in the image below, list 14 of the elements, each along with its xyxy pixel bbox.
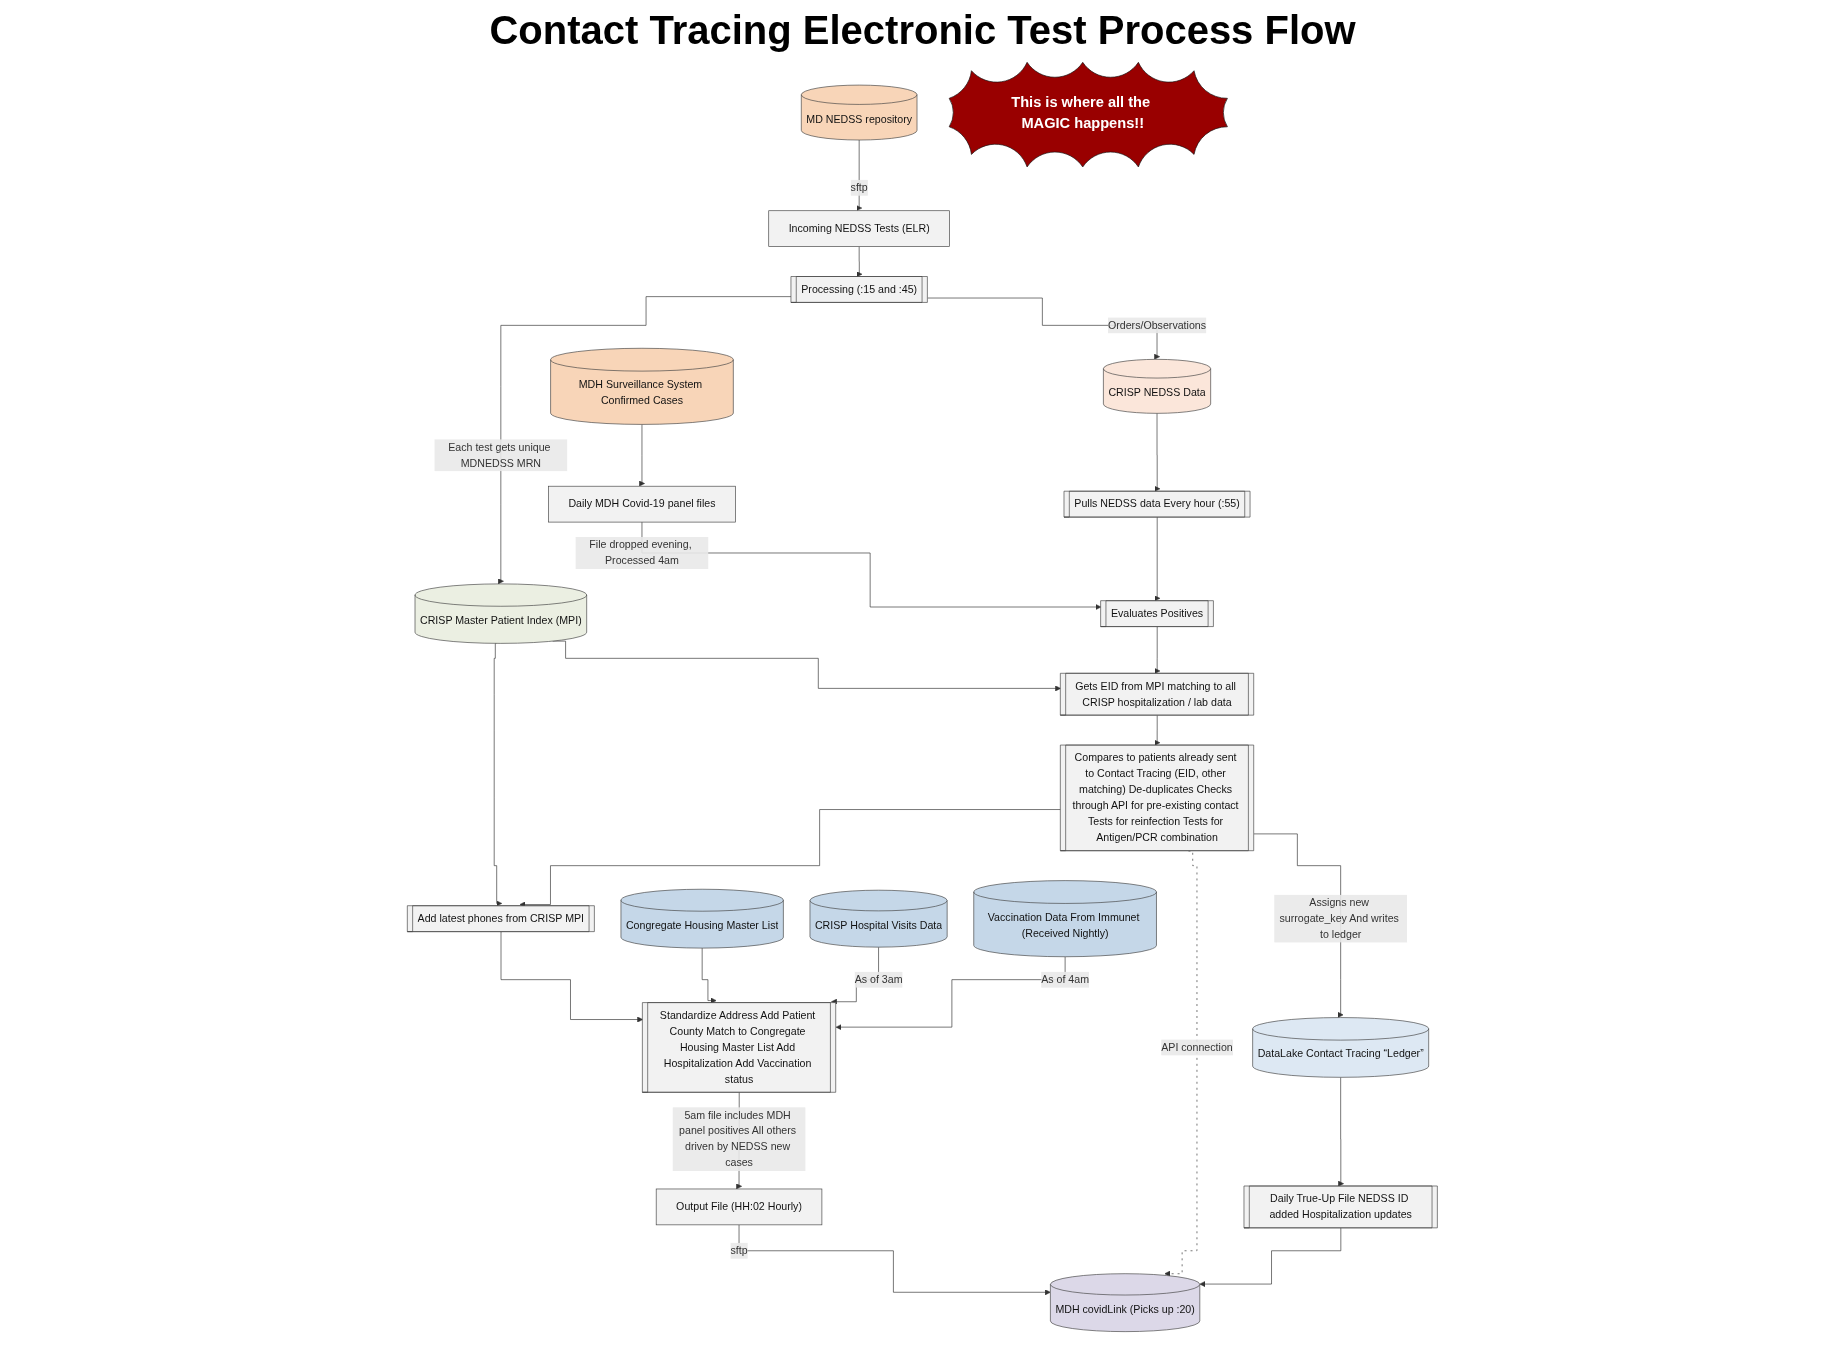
edge-label: sftp [850, 181, 868, 194]
edge-label: 5am file includes MDH panel positives All others driven by NEDSS new cases [679, 1109, 797, 1169]
edge-label: File dropped evening, Processed 4am [589, 539, 692, 567]
edge-label: Each test gets unique MDNEDSS MRN [448, 441, 551, 469]
node-box: Incoming NEDSS Tests (ELR) [768, 210, 951, 247]
node-box: Output File (HH:02 Hourly) [656, 1188, 823, 1226]
edge-label: As of 4am [1041, 973, 1090, 985]
edge-label: Assigns new surrogate_key And writes to ledger [1279, 896, 1400, 940]
edge-label: API connection [1161, 1041, 1233, 1053]
node-box: Daily MDH Covid-19 panel files [548, 485, 736, 523]
diagram-title: Contact Tracing Electronic Test Process Flow [488, 8, 1357, 53]
edge-label: sftp [730, 1244, 748, 1257]
edge-label: As of 3am [854, 973, 903, 985]
edge-label: Orders/Observations [1108, 319, 1207, 331]
